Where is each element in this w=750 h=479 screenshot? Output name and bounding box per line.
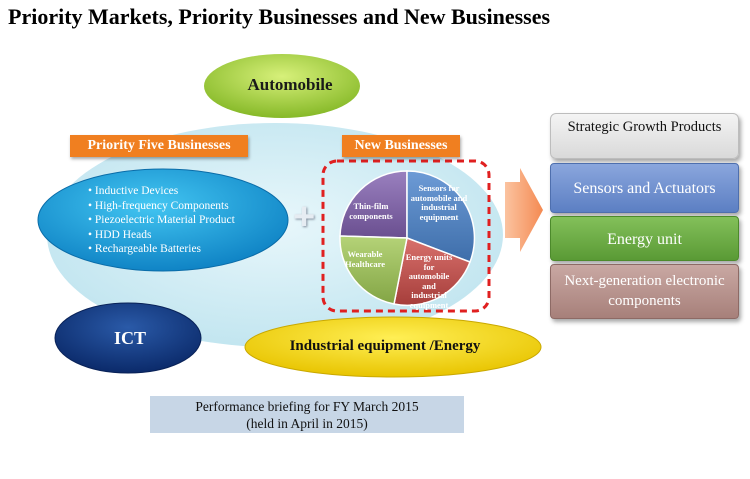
strategic-item-sensors: Sensors and Actuators (550, 163, 739, 213)
market-automobile: Automobile (247, 75, 333, 94)
market-ict: ICT (113, 328, 146, 348)
list-item: High-frequency Components (88, 199, 235, 214)
new-businesses-pie (339, 170, 476, 307)
pie-label-wearable: Wearable Healthcare (345, 249, 385, 269)
page-title: Priority Markets, Priority Businesses an… (8, 4, 551, 29)
new-businesses-label: New Businesses (342, 135, 460, 157)
pie-slice-sensors (406, 170, 476, 263)
list-item: HDD Heads (88, 228, 235, 243)
strategic-item-energy: Energy unit (550, 216, 739, 261)
pie-label-energy-units: Energy units for automobile and industri… (405, 252, 453, 310)
market-industrial: Industrial equipment /Energy (289, 338, 481, 354)
arrow-right-icon (505, 168, 543, 252)
industrial-ellipse (244, 316, 542, 378)
strategic-growth-header: Strategic Growth Products (550, 113, 739, 159)
pie-slice-energy-units (393, 236, 471, 307)
list-item: Inductive Devices (88, 184, 235, 199)
list-item: Piezoelectric Material Product (88, 213, 235, 228)
pie-label-thin-film: Thin-film components (349, 201, 393, 221)
new-businesses-dashed-box (321, 159, 491, 313)
ict-ellipse (54, 302, 202, 374)
automobile-ellipse (204, 54, 360, 118)
briefing-line-1: Performance briefing for FY March 2015 (195, 399, 419, 414)
pie-label-sensors: Sensors for automobile and industrial eq… (410, 183, 468, 222)
priority-five-label: Priority Five Businesses (70, 135, 248, 157)
briefing-line-2: (held in April in 2015) (246, 416, 368, 431)
pie-slice-wearable (339, 235, 408, 305)
plus-icon: + (293, 196, 316, 238)
strategic-item-next-gen: Next-generation electronic components (550, 264, 739, 319)
list-item: Rechargeable Batteries (88, 242, 235, 257)
pie-slice-thin-film (339, 170, 408, 239)
priority-five-list: Inductive Devices High-frequency Compone… (88, 184, 235, 257)
briefing-note: Performance briefing for FY March 2015 (… (150, 396, 464, 433)
